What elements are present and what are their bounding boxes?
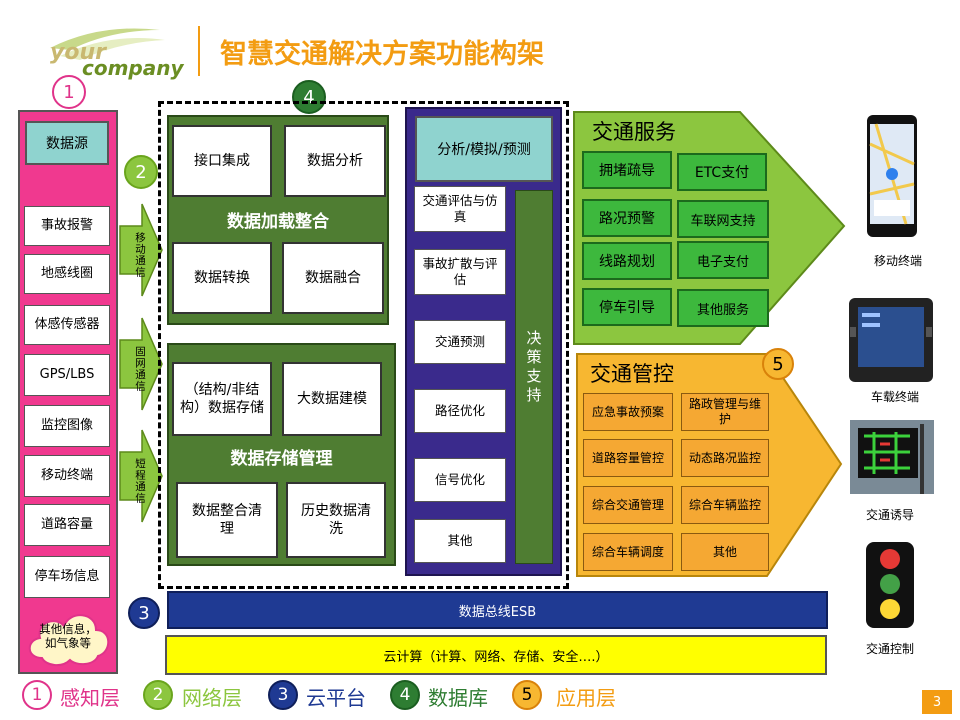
- badge-2: 2: [124, 155, 158, 189]
- control-item: 综合交通管理: [583, 486, 673, 524]
- control-item: 综合车辆监控: [681, 486, 769, 524]
- perception-item: 监控图像: [24, 405, 110, 447]
- badge-3: 3: [128, 597, 160, 629]
- service-item: 停车引导: [582, 288, 672, 326]
- control-item: 路政管理与维护: [681, 393, 769, 431]
- page-number: 3: [922, 690, 952, 714]
- data-conversion-box: 数据转换: [172, 242, 272, 314]
- control-item: 综合车辆调度: [583, 533, 673, 571]
- cloud-computing-bar: 云计算（计算、网络、存储、安全….）: [165, 635, 827, 675]
- services-title: 交通服务: [592, 120, 676, 144]
- device-label-vehicle: 车载终端: [870, 390, 919, 404]
- legend-label-4: 数据库: [428, 686, 488, 710]
- traffic-guidance-image: [850, 420, 934, 494]
- legend-badge-2: 2: [143, 680, 173, 710]
- vehicle-terminal-image: [848, 297, 934, 383]
- header-divider: [198, 26, 200, 76]
- service-item: 车联网支持: [677, 200, 769, 238]
- decision-support-label: 决策支持: [524, 330, 543, 406]
- control-item: 动态路况监控: [681, 439, 769, 477]
- legend-badge-1: 1: [22, 680, 52, 710]
- esb-bar: 数据总线ESB: [167, 591, 828, 629]
- service-item: 拥堵疏导: [582, 151, 672, 189]
- control-item: 其他: [681, 533, 769, 571]
- legend-badge-3: 3: [268, 680, 298, 710]
- page-title: 智慧交通解决方案功能构架: [220, 39, 544, 70]
- logo-text-company: company: [82, 56, 184, 80]
- data-cleanup-box: 数据整合清理: [176, 482, 278, 558]
- legend-label-1: 感知层: [60, 686, 120, 710]
- data-storage-title: 数据存储管理: [230, 448, 333, 469]
- data-source-box: 数据源: [25, 121, 109, 165]
- badge-1: 1: [52, 75, 86, 109]
- logo-swoosh-icon: [50, 28, 165, 60]
- vehicle-terminal-icon: [849, 298, 933, 382]
- logo-text-your: your: [50, 40, 106, 65]
- control-title: 交通管控: [590, 362, 674, 386]
- service-item: 线路规划: [582, 242, 672, 280]
- analysis-item: 交通评估与仿真: [414, 186, 506, 232]
- traffic-guidance-sign-icon: [850, 420, 934, 494]
- traffic-light-icon: [866, 542, 914, 628]
- traffic-light-image: [862, 542, 918, 630]
- perception-item: 移动终端: [24, 455, 110, 497]
- device-label-control: 交通控制: [865, 642, 914, 656]
- service-item: 路况预警: [582, 199, 672, 237]
- data-analysis-box: 数据分析: [284, 125, 386, 197]
- perception-item: 道路容量: [24, 504, 110, 546]
- analysis-item: 其他: [414, 519, 506, 563]
- legend-badge-5: 5: [512, 680, 542, 710]
- network-arrows: [119, 203, 163, 523]
- data-source-bg: [20, 166, 116, 202]
- network-label-mobile: 移动通信: [134, 232, 146, 278]
- control-item: 应急事故预案: [583, 393, 673, 431]
- database-dashed-frame: [158, 101, 569, 589]
- interface-integration-box: 接口集成: [172, 125, 272, 197]
- data-fusion-box: 数据融合: [282, 242, 384, 314]
- badge-4: 4: [292, 80, 326, 114]
- network-label-fixed: 固网通信: [134, 346, 146, 392]
- analysis-item: 路径优化: [414, 389, 506, 433]
- history-cleaning-box: 历史数据清洗: [286, 482, 386, 558]
- service-item: 其他服务: [677, 289, 769, 327]
- structured-storage-box: （结构/非结构）数据存储: [172, 362, 272, 436]
- legend-label-2: 网络层: [182, 686, 242, 710]
- smartphone-icon: [867, 115, 917, 237]
- perception-item: 地感线圈: [24, 254, 110, 294]
- perception-item: 体感传感器: [24, 305, 110, 345]
- analysis-item: 交通预测: [414, 320, 506, 364]
- analysis-item: 信号优化: [414, 458, 506, 502]
- analysis-item: 事故扩散与评估: [414, 249, 506, 295]
- legend-label-5: 应用层: [556, 686, 616, 710]
- mobile-terminal-image: [866, 114, 918, 238]
- network-label-shortrange: 短程通信: [134, 458, 146, 504]
- badge-5: 5: [762, 348, 794, 380]
- company-logo: your company: [40, 18, 184, 80]
- data-load-title: 数据加载整合: [227, 211, 329, 232]
- device-label-mobile: 移动终端: [873, 254, 922, 268]
- perception-item: 停车场信息: [24, 556, 110, 598]
- legend-label-3: 云平台: [306, 686, 366, 710]
- device-label-guidance: 交通诱导: [865, 508, 914, 522]
- control-item: 道路容量管控: [583, 439, 673, 477]
- service-item: 电子支付: [677, 241, 769, 279]
- weather-cloud-text: 其他信息，如气象等: [39, 621, 97, 650]
- service-item: ETC支付: [677, 153, 767, 191]
- legend-badge-4: 4: [390, 680, 420, 710]
- cloud-icon: [28, 614, 110, 666]
- big-data-modeling-box: 大数据建模: [282, 362, 382, 436]
- weather-cloud: 其他信息，如气象等: [20, 602, 116, 670]
- decision-support-column: [515, 190, 553, 564]
- perception-item: 事故报警: [24, 206, 110, 246]
- analysis-title-box: 分析/模拟/预测: [415, 116, 553, 182]
- perception-item: GPS/LBS: [24, 354, 110, 396]
